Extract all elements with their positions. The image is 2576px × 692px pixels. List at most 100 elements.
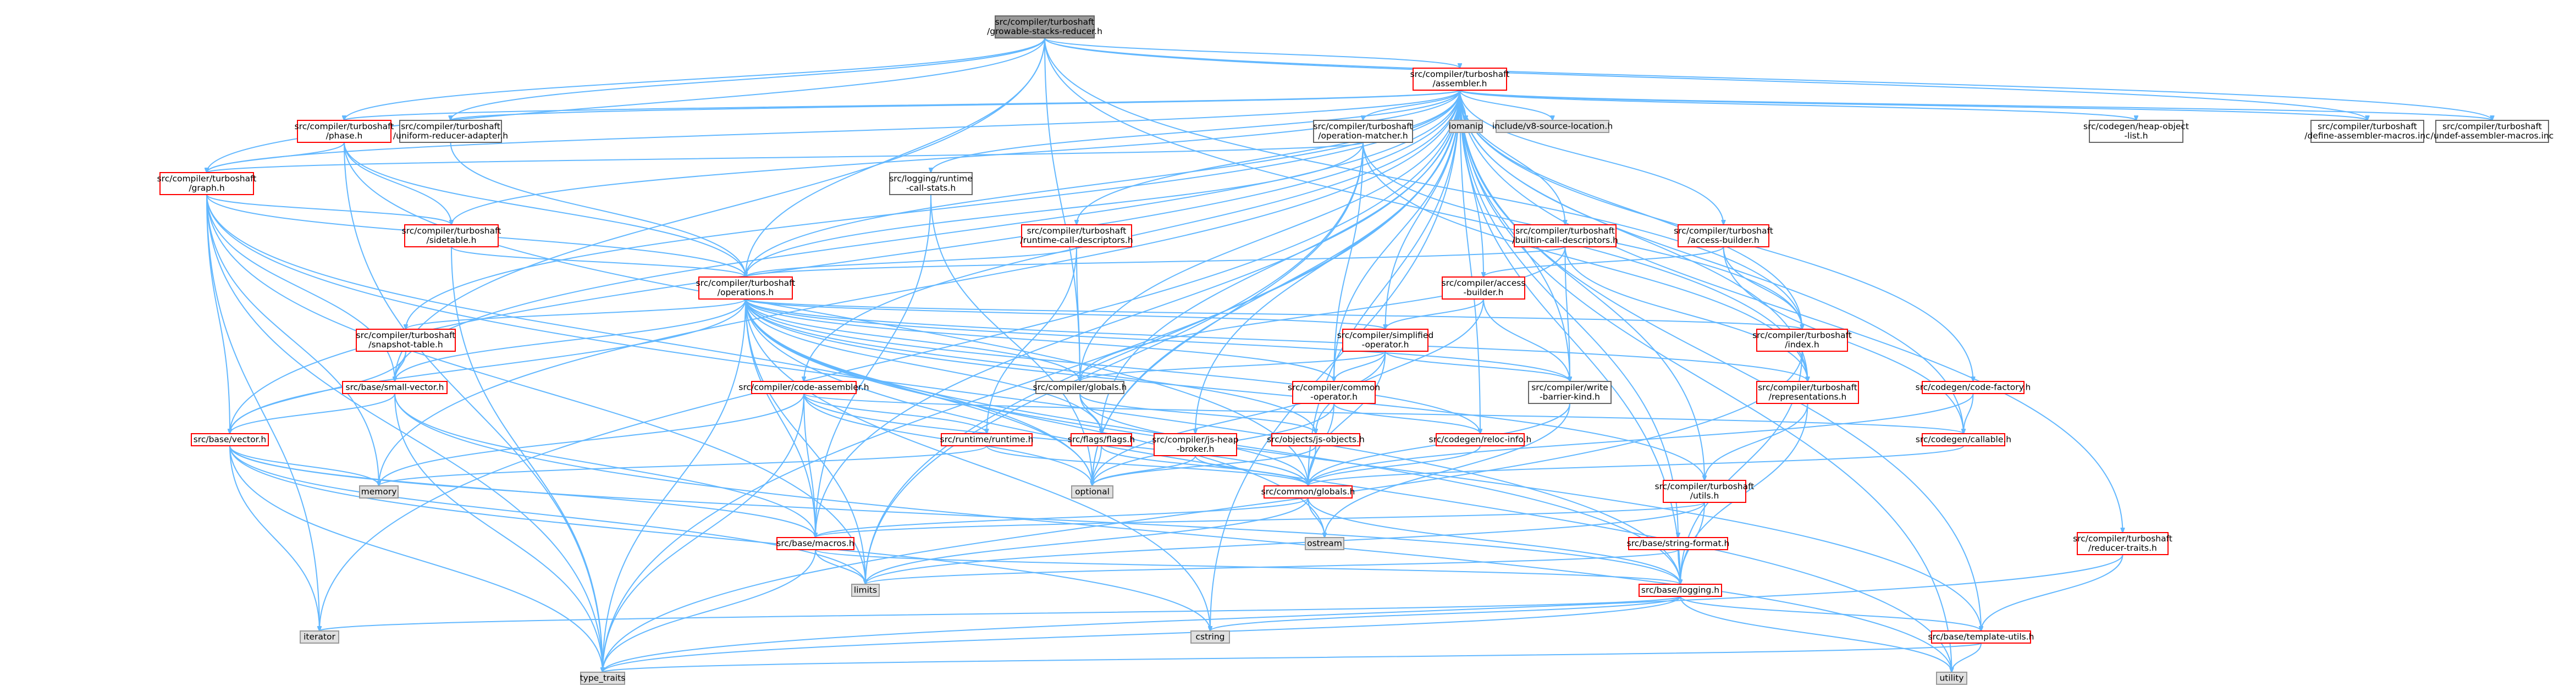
dependency-edge bbox=[395, 298, 746, 381]
node-label: src/compiler/turboshaft bbox=[1758, 383, 1857, 392]
dependency-edge bbox=[1308, 497, 1680, 584]
graph-node-sidetable[interactable]: src/compiler/turboshaft/sidetable.h bbox=[402, 224, 501, 247]
graph-node-callstats[interactable]: src/logging/runtime-call-stats.h bbox=[889, 172, 973, 195]
dependency-edge bbox=[815, 549, 865, 584]
node-label: /utils.h bbox=[1690, 491, 1719, 501]
node-label: src/compiler/turboshaft bbox=[2318, 121, 2417, 131]
graph-node-graph[interactable]: src/compiler/turboshaft/graph.h bbox=[157, 172, 257, 195]
dependency-edge bbox=[815, 194, 931, 538]
dependency-edge bbox=[207, 142, 345, 173]
node-label: cstring bbox=[1195, 632, 1224, 642]
graph-node-defineasm[interactable]: src/compiler/turboshaft/define-assembler… bbox=[2304, 120, 2430, 143]
dependency-edge bbox=[206, 194, 319, 631]
graph-node-macros[interactable]: src/base/macros.h bbox=[776, 537, 854, 550]
graph-node-accessbuilderts[interactable]: src/compiler/turboshaft/access-builder.h bbox=[1674, 224, 1773, 247]
node-box bbox=[1154, 433, 1237, 456]
graph-node-rtcalldesc[interactable]: src/compiler/turboshaft/runtime-call-des… bbox=[1020, 224, 1133, 247]
graph-node-phase[interactable]: src/compiler/turboshaft/phase.h bbox=[295, 120, 394, 143]
graph-node-callable[interactable]: src/codegen/callable.h bbox=[1916, 433, 2011, 446]
node-label: /index.h bbox=[1785, 340, 1819, 350]
node-label: src/compiler/turboshaft bbox=[402, 226, 501, 236]
node-box bbox=[300, 630, 339, 644]
dependency-edge bbox=[1678, 549, 1680, 584]
node-label: src/codegen/heap-object bbox=[2083, 121, 2189, 131]
graph-node-iterator: iterator bbox=[300, 630, 339, 644]
dependency-edge bbox=[1044, 37, 2492, 120]
dependency-edge bbox=[1459, 90, 1565, 225]
dependency-edge bbox=[1334, 142, 1364, 381]
graph-node-representations[interactable]: src/compiler/turboshaft/representations.… bbox=[1756, 381, 1859, 404]
graph-node-accessbuilder[interactable]: src/compiler/access-builder.h bbox=[1442, 276, 1526, 300]
graph-node-assembler[interactable]: src/compiler/turboshaft/assembler.h bbox=[1410, 68, 1510, 91]
dependency-edge bbox=[1459, 90, 1680, 584]
node-label: src/compiler/turboshaft bbox=[1314, 121, 1413, 131]
node-label: -operator.h bbox=[1362, 340, 1409, 350]
graph-node-snapshot[interactable]: src/compiler/turboshaft/snapshot-table.h bbox=[356, 329, 456, 352]
node-label: src/compiler/turboshaft bbox=[1410, 69, 1510, 79]
graph-node-runtime[interactable]: src/runtime/runtime.h bbox=[940, 433, 1034, 446]
node-box bbox=[1271, 433, 1360, 446]
graph-node-jsobjects[interactable]: src/objects/js-objects.h bbox=[1267, 433, 1365, 446]
graph-node-globals_c[interactable]: src/compiler/globals.h bbox=[1033, 381, 1127, 394]
graph-node-writebarrier[interactable]: src/compiler/write-barrier-kind.h bbox=[1528, 381, 1612, 404]
graph-node-operations[interactable]: src/compiler/turboshaft/operations.h bbox=[696, 276, 796, 300]
dependency-edge bbox=[1459, 90, 2136, 120]
graph-node-bicalldesc[interactable]: src/compiler/turboshaft/builtin-call-des… bbox=[1512, 224, 1618, 247]
dependency-edge bbox=[1459, 90, 2492, 120]
graph-node-commonglobals[interactable]: src/common/globals.h bbox=[1261, 485, 1355, 499]
node-box bbox=[1678, 224, 1769, 247]
node-label: src/objects/js-objects.h bbox=[1267, 435, 1365, 445]
graph-node-index[interactable]: src/compiler/turboshaft/index.h bbox=[1752, 329, 1852, 352]
graph-node-simplifiedop[interactable]: src/compiler/simplified-operator.h bbox=[1337, 329, 1434, 352]
dependency-edge bbox=[1363, 90, 1460, 120]
graph-node-undefasm[interactable]: src/compiler/turboshaft/undef-assembler-… bbox=[2431, 120, 2554, 143]
dependency-edge bbox=[1316, 298, 1484, 434]
node-label: -operator.h bbox=[1310, 392, 1358, 402]
graph-node-logging[interactable]: src/base/logging.h bbox=[1639, 584, 1722, 597]
graph-node-typetraits: type_traits bbox=[580, 672, 625, 685]
node-box bbox=[776, 537, 854, 550]
dependency-edge bbox=[230, 393, 395, 434]
dependency-edge bbox=[1093, 445, 1102, 486]
node-label: -call-stats.h bbox=[906, 183, 956, 193]
node-box bbox=[1528, 381, 1612, 404]
dependency-edge bbox=[344, 142, 746, 277]
graph-node-smallvector[interactable]: src/base/small-vector.h bbox=[342, 381, 448, 394]
dependency-edge bbox=[1325, 403, 1570, 538]
graph-node-relocinfo[interactable]: src/codegen/reloc-info.h bbox=[1429, 433, 1532, 446]
graph-node-flags[interactable]: src/flags/flags.h bbox=[1068, 433, 1135, 446]
node-box bbox=[1264, 485, 1353, 499]
node-box bbox=[1496, 120, 1609, 133]
node-label: src/compiler/turboshaft bbox=[157, 174, 257, 184]
node-box bbox=[159, 172, 254, 195]
node-label: src/base/string-format.h bbox=[1627, 539, 1730, 549]
node-box bbox=[1071, 433, 1132, 446]
graph-node-heapobjlist[interactable]: src/codegen/heap-object-list.h bbox=[2083, 120, 2189, 143]
graph-node-reducertraits[interactable]: src/compiler/turboshaft/reducer-traits.h bbox=[2073, 532, 2172, 555]
dependency-edge bbox=[746, 246, 1566, 277]
graph-node-utils[interactable]: src/compiler/turboshaft/utils.h bbox=[1655, 480, 1755, 503]
graph-node-codefactory[interactable]: src/codegen/code-factory.h bbox=[1916, 381, 2031, 394]
dependency-edge bbox=[207, 37, 1045, 173]
node-label: src/compiler/turboshaft bbox=[1027, 226, 1127, 236]
dependency-edge bbox=[395, 37, 1045, 381]
node-box bbox=[1071, 485, 1113, 499]
dependency-edge bbox=[1680, 596, 1981, 631]
graph-node-commonop[interactable]: src/compiler/common-operator.h bbox=[1288, 381, 1380, 404]
graph-node-jsheap[interactable]: src/compiler/js-heap-broker.h bbox=[1152, 433, 1239, 456]
dependency-edge bbox=[603, 298, 746, 672]
dependency-edge bbox=[1386, 298, 1484, 329]
graph-node-optional: optional bbox=[1071, 485, 1113, 499]
node-box bbox=[1628, 537, 1728, 550]
dependency-edge bbox=[206, 194, 603, 672]
graph-node-stringformat[interactable]: src/base/string-format.h bbox=[1627, 537, 1730, 550]
dependency-edge bbox=[603, 549, 816, 672]
graph-node-templateutils[interactable]: src/base/template-utils.h bbox=[1928, 630, 2034, 644]
graph-node-opmatcher[interactable]: src/compiler/turboshaft/operation-matche… bbox=[1313, 120, 1413, 143]
dependency-edge bbox=[229, 445, 865, 584]
dependency-edge bbox=[451, 246, 603, 672]
graph-node-vector[interactable]: src/base/vector.h bbox=[191, 433, 269, 446]
graph-node-uniform[interactable]: src/compiler/turboshaft/uniform-reducer-… bbox=[393, 120, 508, 143]
graph-node-codeassembler[interactable]: src/compiler/code-assembler.h bbox=[738, 381, 869, 394]
